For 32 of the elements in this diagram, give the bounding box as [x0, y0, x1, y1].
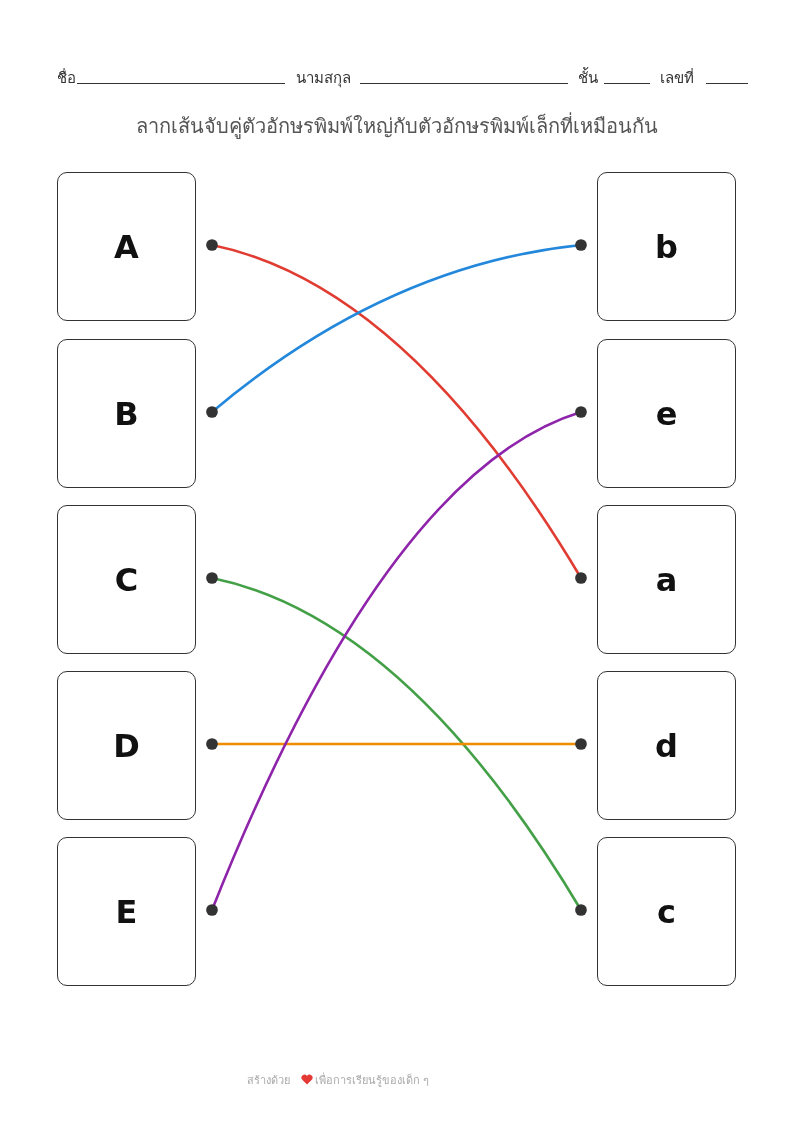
- matching-line: [206, 572, 587, 916]
- letter-card: [57, 671, 196, 820]
- letter: A: [114, 227, 139, 266]
- letter-card: [57, 339, 196, 488]
- letter-card: [597, 339, 736, 488]
- matching-line: [206, 239, 587, 418]
- letter-card: [57, 837, 196, 986]
- letter: a: [655, 560, 678, 599]
- form-label: นามสกุล: [296, 68, 351, 90]
- letter: D: [113, 726, 140, 765]
- letter-card: [597, 671, 736, 820]
- form-label: ชั้น: [578, 66, 598, 89]
- form-label: เลขที่: [660, 67, 694, 89]
- letter-card: [597, 837, 736, 986]
- letter: e: [655, 394, 678, 433]
- matching-line: [206, 406, 587, 916]
- form-label: ชื่อ: [57, 67, 76, 89]
- letter: d: [655, 726, 678, 765]
- letter: b: [655, 227, 678, 266]
- letter-card: [57, 505, 196, 654]
- matching-line: [206, 239, 587, 584]
- letter-card: [597, 505, 736, 654]
- instruction-text: ลากเส้นจับคู่ตัวอักษรพิมพ์ใหญ่กับตัวอักษรพิมพ์เล็กที่เหมือนกัน: [135, 111, 659, 141]
- footer-text: เพื่อการเรียนรู้ของเด็ก ๆ: [315, 1071, 430, 1089]
- matching-line: [206, 738, 587, 750]
- letter: c: [657, 892, 676, 931]
- letter: B: [114, 394, 139, 433]
- letter-card: [57, 172, 196, 321]
- footer-text: สร้างด้วย: [247, 1073, 290, 1089]
- letter: E: [115, 892, 138, 931]
- letter: C: [114, 560, 139, 599]
- letter-card: [597, 172, 736, 321]
